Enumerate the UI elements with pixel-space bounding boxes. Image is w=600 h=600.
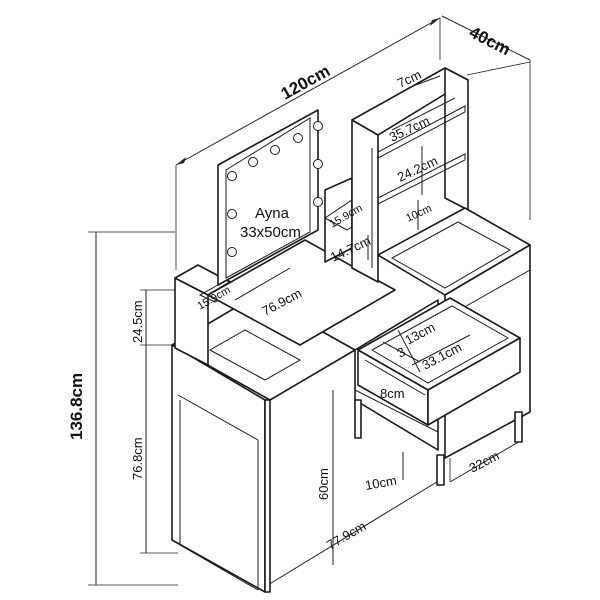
mirror-size: 33x50cm: [240, 224, 301, 241]
label-shelf-height: 24.2cm: [395, 153, 440, 185]
shelf-dimension-lines: [367, 75, 456, 260]
depth-dimension: [441, 15, 531, 220]
open-drawer: [357, 297, 521, 426]
label-shelf-bottom: 10cm: [404, 202, 433, 224]
label-depth: 40cm: [466, 23, 513, 60]
label-drawer-depth: 32cm: [467, 448, 502, 476]
label-total-height: 136.8cm: [67, 373, 86, 440]
label-drawer-height: 8cm: [380, 386, 405, 401]
left-cabinet: [171, 294, 356, 593]
label-upper-height: 24.5cm: [130, 300, 145, 343]
label-inner-width: 77.9cm: [324, 518, 368, 552]
desk-top: [207, 239, 396, 346]
left-upper-panel: [174, 264, 244, 366]
bottom-width-dimension: [262, 479, 441, 589]
drawer-dimension-lines: [382, 329, 471, 373]
label-foot-height: 10cm: [364, 473, 398, 493]
width-dimension: [175, 17, 441, 270]
label-leg-height: 60cm: [316, 468, 331, 500]
mirror-label: Ayna: [255, 205, 290, 222]
total-height-dimension: [88, 231, 178, 586]
mirror: Ayna 33x50cm: [217, 109, 323, 286]
legs: [354, 399, 523, 486]
upper-height-dimension: [140, 289, 178, 345]
label-width: 120cm: [278, 61, 334, 103]
label-table-height: 76.8cm: [130, 437, 145, 480]
shelving-unit: [351, 67, 469, 283]
